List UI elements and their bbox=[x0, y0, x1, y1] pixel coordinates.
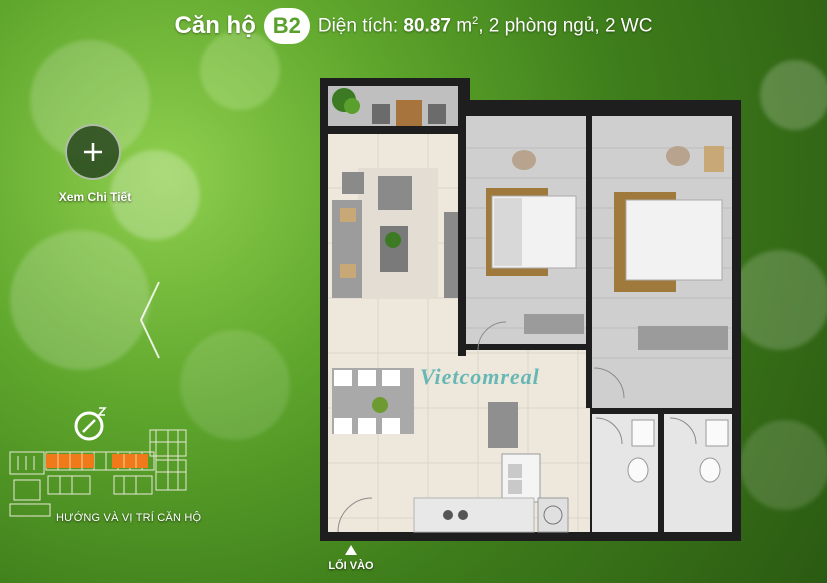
area-info: Diện tích: 80.87 m2, 2 phòng ngủ, 2 WC bbox=[318, 15, 653, 37]
area-sup: 2 bbox=[472, 14, 479, 27]
view-detail-button[interactable] bbox=[65, 124, 121, 180]
site-minimap[interactable] bbox=[8, 428, 190, 518]
arrow-up-icon bbox=[345, 545, 357, 555]
area-value: 80.87 bbox=[403, 15, 451, 37]
compass-icon bbox=[74, 407, 107, 441]
dining-table bbox=[332, 368, 414, 434]
view-detail-label[interactable]: Xem Chi Tiết bbox=[58, 190, 132, 204]
area-unit: m bbox=[450, 15, 473, 37]
area-prefix: Diện tích: bbox=[317, 15, 404, 37]
plant-icon bbox=[332, 88, 360, 114]
plus-icon bbox=[84, 143, 102, 161]
minimap-label: HƯỚNG VÀ VỊ TRÍ CĂN HỘ bbox=[56, 512, 202, 524]
watermark: Vietcomreal bbox=[420, 364, 540, 389]
header: Căn hộ B2 Diện tích: 80.87 m2, 2 phòng n… bbox=[0, 6, 827, 46]
page-title: Căn hộ bbox=[174, 12, 256, 39]
floor-plan[interactable] bbox=[318, 78, 743, 541]
unit-code-badge: B2 bbox=[263, 8, 310, 44]
chevron-left-icon[interactable] bbox=[135, 280, 165, 360]
entrance-label: LỐI VÀO bbox=[328, 560, 374, 572]
area-suffix: , 2 phòng ngủ, 2 WC bbox=[478, 15, 653, 37]
balcony-furniture bbox=[372, 100, 446, 126]
